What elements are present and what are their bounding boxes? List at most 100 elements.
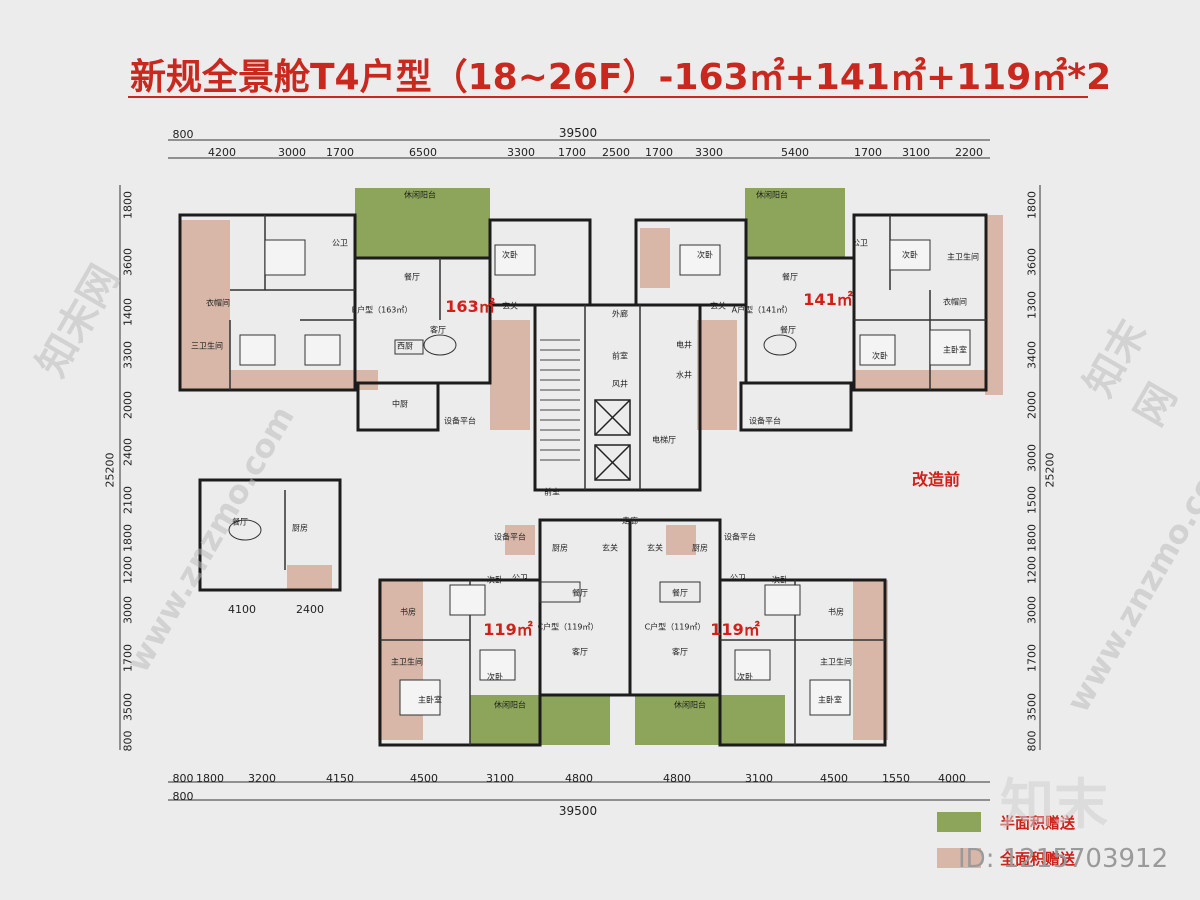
dim-top-5: 3300 [507, 146, 535, 159]
room-leisure-balcony-d: 休闲阳台 [674, 700, 706, 710]
dim-left-11: 3500 [121, 693, 135, 721]
dim-bottom-3: 4150 [326, 772, 354, 785]
room-second-bed-8: 次卧 [737, 672, 753, 682]
dim-top-8: 1700 [645, 146, 673, 159]
dim-right-10: 1700 [1025, 644, 1039, 672]
dim-bottom-11: 4000 [938, 772, 966, 785]
dim-left-7: 1800 [121, 524, 135, 552]
dim-left-5: 2400 [121, 438, 135, 466]
room-master-bed-d: 主卧室 [818, 695, 842, 705]
room-equip-b: 设备平台 [444, 416, 476, 426]
area-unit-a: 141㎡ [803, 290, 853, 309]
dim-top-13: 2200 [955, 146, 983, 159]
room-dining-a: 餐厅 [780, 325, 796, 335]
room-foyer-a: 玄关 [710, 301, 726, 311]
dim-left-3: 3300 [121, 341, 135, 369]
dim-left-0: 1800 [121, 191, 135, 219]
room-cloak-a: 衣帽间 [943, 297, 967, 307]
dim-left-12: 800 [121, 730, 135, 752]
dim-right-0: 1800 [1025, 191, 1039, 219]
room-public-toilet-d: 公卫 [730, 573, 746, 583]
room-living-a: 餐厅 [782, 272, 798, 282]
dim-bottom-8: 3100 [745, 772, 773, 785]
dim-right-1: 3600 [1025, 248, 1039, 276]
room-third-toilet: 三卫生间 [191, 341, 223, 351]
dim-bottom-6: 4800 [565, 772, 593, 785]
room-second-bed-4: 次卧 [872, 351, 888, 361]
dim-left-2: 1400 [121, 298, 135, 326]
watermark-logo: 知末 [1000, 773, 1108, 836]
room-leisure-balcony-a: 休闲阳台 [756, 190, 788, 200]
room-kitchen-d: 厨房 [692, 543, 708, 553]
room-elec-well: 电井 [676, 340, 692, 350]
room-master-toilet-c: 主卫生间 [391, 657, 423, 667]
room-second-bed-1: 次卧 [502, 250, 518, 260]
room-second-bed-2: 次卧 [697, 250, 713, 260]
room-second-bed-3: 次卧 [902, 250, 918, 260]
room-study-c: 书房 [400, 607, 416, 617]
dim-right-7: 1800 [1025, 524, 1039, 552]
room-western-kitchen: 西厨 [397, 341, 413, 351]
room-front-room-2: 前室 [544, 487, 560, 497]
room-second-bed-5: 次卧 [487, 575, 503, 585]
dim-right-8: 1200 [1025, 556, 1039, 584]
dim-right-2: 1300 [1025, 291, 1039, 319]
dim-right-3: 3400 [1025, 341, 1039, 369]
dim-inset-1: 2400 [296, 603, 324, 616]
dim-bottom-extra: 800 [172, 790, 194, 803]
dim-left-1: 3600 [121, 248, 135, 276]
room-dining-d: 餐厅 [672, 588, 688, 598]
dim-top-12: 3100 [902, 146, 930, 159]
room-master-toilet-d: 主卫生间 [820, 657, 852, 667]
dim-top-11: 1700 [854, 146, 882, 159]
room-public-toilet-a: 公卫 [852, 238, 868, 248]
unit-label-d: C户型（119㎡） [644, 622, 706, 632]
room-dining-b: 客厅 [430, 325, 446, 335]
area-unit-c: 119㎡ [483, 620, 533, 639]
area-unit-b: 163㎡ [445, 297, 495, 316]
dim-bottom-4: 4500 [410, 772, 438, 785]
dim-top-10: 5400 [781, 146, 809, 159]
title-underline [128, 96, 1088, 98]
room-equip-a: 设备平台 [749, 416, 781, 426]
unit-label-a: A户型（141㎡） [731, 305, 793, 315]
dim-bottom-0: 800 [172, 772, 194, 785]
room-dining-c: 餐厅 [572, 588, 588, 598]
dim-top-2: 3000 [278, 146, 306, 159]
dim-left-8: 1200 [121, 556, 135, 584]
room-front-room-1: 前室 [612, 351, 628, 361]
room-cloak-b: 衣帽间 [206, 298, 230, 308]
room-chinese-kitchen: 中厨 [392, 399, 408, 409]
room-living-c: 客厅 [572, 647, 588, 657]
dim-right-9: 3000 [1025, 596, 1039, 624]
page-title: 新规全景舱T4户型（18~26F）-163㎡+141㎡+119㎡*2 [130, 57, 1112, 98]
room-elevator-hall: 电梯厅 [652, 435, 676, 445]
dim-right-11: 3500 [1025, 693, 1039, 721]
legend-label-half: 半面积赠送 [1000, 814, 1076, 832]
room-wind-well: 风井 [612, 379, 628, 389]
room-kitchen-inset: 厨房 [292, 523, 308, 533]
dim-top-1: 4200 [208, 146, 236, 159]
room-water-well: 水井 [676, 370, 692, 380]
room-equip-d: 设备平台 [724, 532, 756, 542]
room-kitchen-c: 厨房 [552, 543, 568, 553]
room-exterior: 外廊 [612, 309, 628, 319]
dim-bottom-1: 1800 [196, 772, 224, 785]
dim-right-total: 25200 [1043, 452, 1057, 488]
room-study-d: 书房 [828, 607, 844, 617]
dim-top-6: 1700 [558, 146, 586, 159]
room-living-b: 餐厅 [404, 272, 420, 282]
dim-bottom-2: 3200 [248, 772, 276, 785]
dim-left-6: 2100 [121, 486, 135, 514]
room-leisure-balcony-c: 休闲阳台 [494, 700, 526, 710]
room-foyer-b: 玄关 [502, 301, 518, 311]
dim-bottom-7: 4800 [663, 772, 691, 785]
dim-right-6: 1500 [1025, 486, 1039, 514]
room-master-bed-c: 主卧室 [418, 695, 442, 705]
dim-top-3: 1700 [326, 146, 354, 159]
dim-right-4: 2000 [1025, 391, 1039, 419]
room-dining-inset: 餐厅 [232, 517, 248, 527]
room-foyer-d: 玄关 [647, 543, 663, 553]
area-unit-d: 119㎡ [710, 620, 760, 639]
